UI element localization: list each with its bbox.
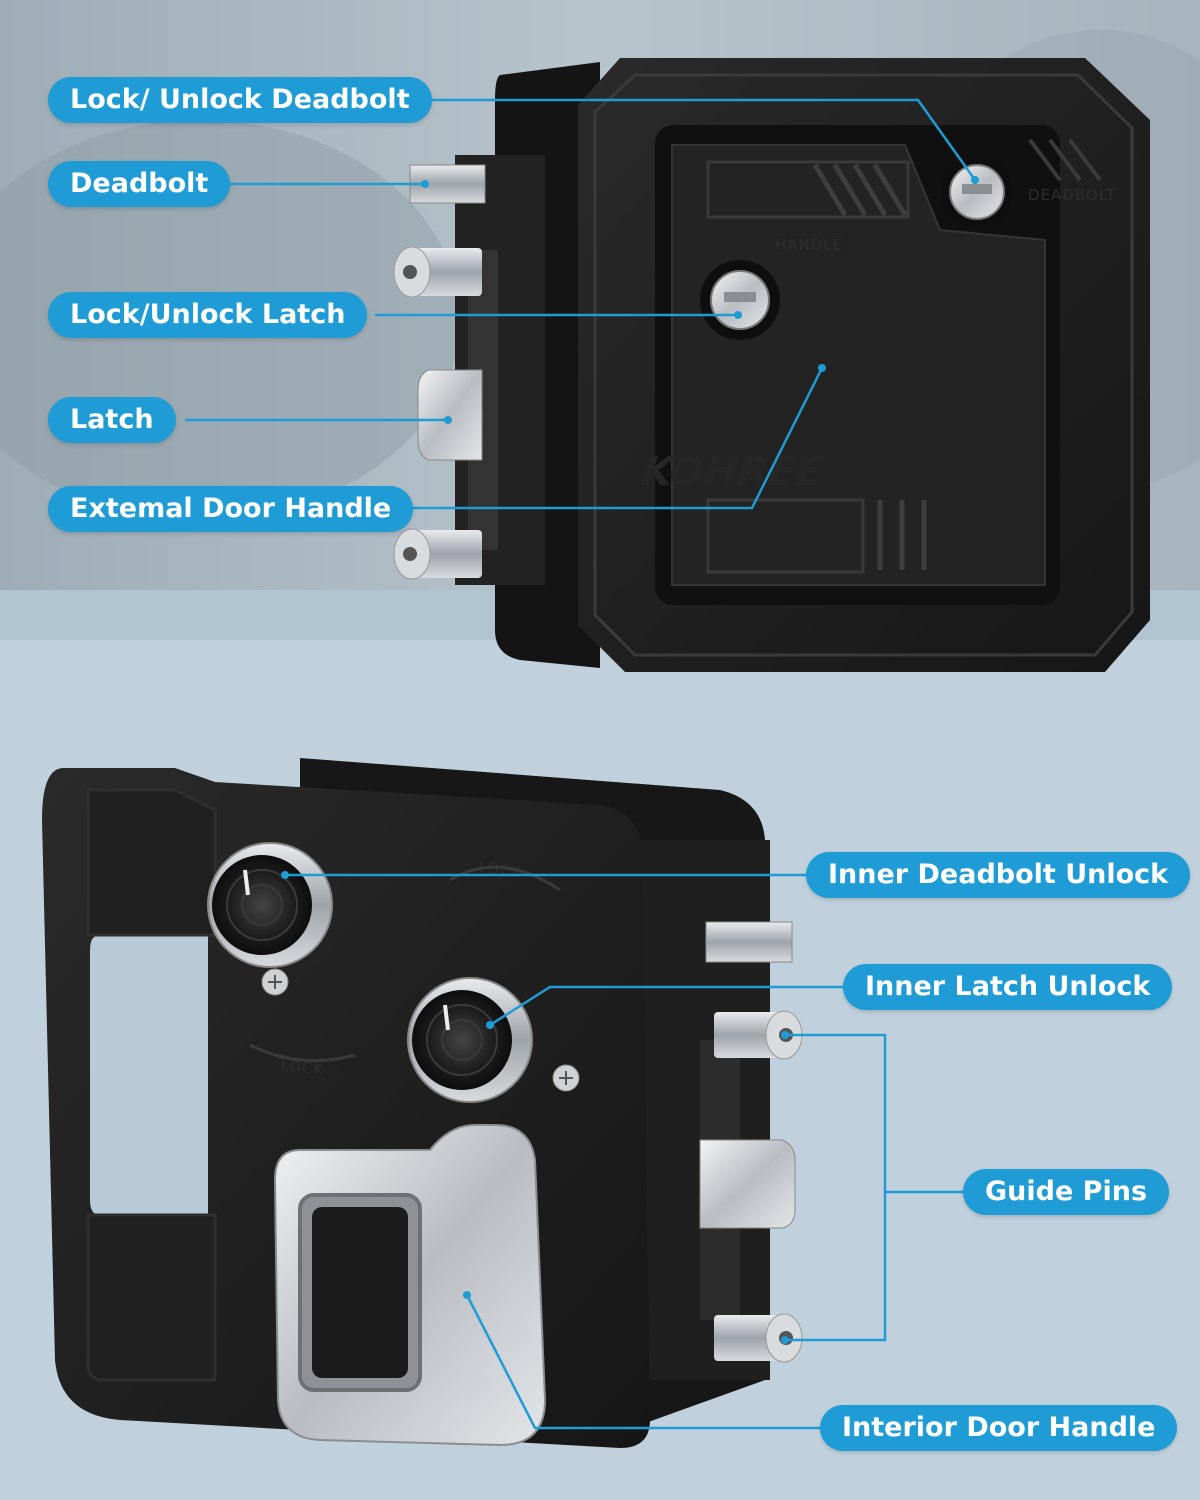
grip-ridges-top (812, 163, 908, 217)
interior-guide-pin-bottom (714, 1313, 803, 1363)
engraving-handle: HANDLE (775, 236, 843, 254)
label-deadbolt: Deadbolt (48, 161, 231, 207)
label-inner-deadbolt-unlock: Inner Deadbolt Unlock (806, 852, 1191, 898)
latch-key-cylinder (700, 260, 780, 340)
exterior-guide-pin-top (393, 246, 482, 298)
callout-lines (185, 98, 977, 1430)
interior-latch-bolt (699, 1139, 796, 1229)
label-interior-door-handle: Interior Door Handle (820, 1405, 1178, 1451)
callout-line-interior-door-handle (465, 1294, 822, 1430)
label-lock-unlock-deadbolt: Lock/ Unlock Deadbolt (48, 77, 432, 123)
inner-latch-knob (407, 977, 533, 1103)
exterior-face-bevel (593, 73, 1134, 657)
grip-frame (86, 788, 217, 937)
screw (552, 1064, 580, 1092)
engraving-deadbolt: DEADBOLT (1028, 186, 1116, 204)
paddle-panel-bottom (706, 498, 865, 574)
interior-lock: LOCK LOCK (42, 758, 803, 1448)
label-latch: Latch (48, 397, 176, 443)
handle-paddle (671, 144, 1046, 586)
label-external-door-handle: Extemal Door Handle (48, 486, 414, 532)
label-guide-pins: Guide Pins (963, 1169, 1170, 1215)
exterior-guide-pin-bottom (393, 528, 482, 580)
inner-deadbolt-knob (207, 842, 333, 968)
deadbolt-ridges (1028, 138, 1102, 182)
callout-line-lock-unlock-deadbolt (432, 98, 977, 181)
callout-line-guide-pins (785, 1033, 887, 1342)
exterior-lock: HANDLE DEADBOLT KOHREE (393, 58, 1150, 672)
grip-frame-lower (86, 1213, 217, 1382)
callout-line-inner-latch-unlock (489, 985, 845, 1027)
exterior-latch-bolt (417, 369, 483, 461)
grip-ridges-bottom (877, 500, 927, 570)
arrow-lock-bottom (249, 1043, 356, 1063)
label-inner-latch-unlock: Inner Latch Unlock (843, 964, 1173, 1010)
brand-logo: KOHREE (638, 449, 826, 495)
interior-handle-inner (312, 1207, 408, 1378)
label-lock-unlock-latch: Lock/Unlock Latch (48, 292, 368, 338)
callout-line-external-door-handle (405, 367, 824, 510)
inner-deadbolt-bar (705, 921, 793, 963)
grip-cutout (90, 935, 208, 1215)
callout-dots (281, 176, 979, 1344)
paddle-panel-top (706, 160, 910, 219)
screw (261, 968, 289, 996)
deadbolt-key-cylinder (941, 156, 1013, 228)
